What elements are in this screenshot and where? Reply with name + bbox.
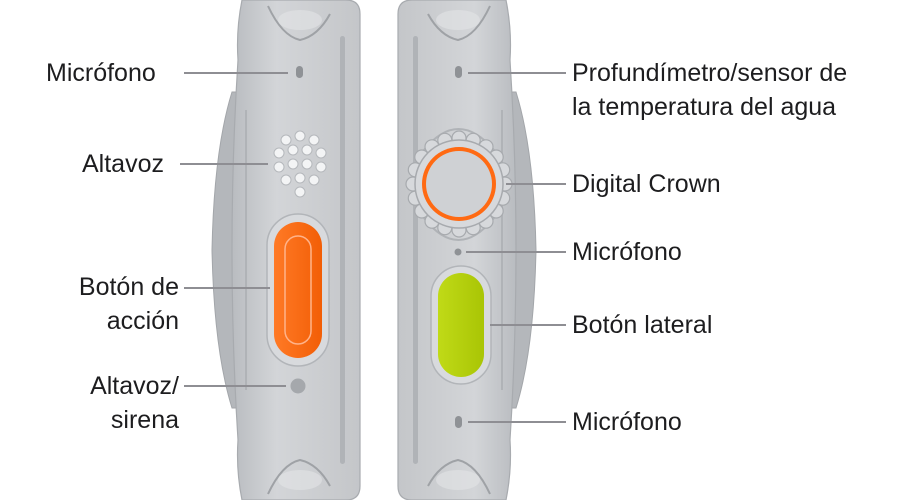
speaker-hole	[287, 158, 299, 170]
speaker-hole	[308, 134, 320, 146]
label-microphone-middle: Micrófono	[572, 238, 682, 266]
microphone-left-top	[296, 66, 303, 78]
side-button-icon[interactable]	[430, 265, 492, 385]
digital-crown-icon[interactable]	[405, 130, 513, 238]
label-speaker-siren: Altavoz/ sirena	[90, 372, 179, 434]
leader-lines	[180, 72, 566, 423]
right-watch-body	[397, 0, 537, 500]
speaker-hole	[301, 144, 313, 156]
speaker-hole	[294, 130, 306, 142]
speaker-hole	[273, 147, 285, 159]
label-microphone-left: Micrófono	[46, 59, 156, 87]
left-watch-body	[211, 0, 361, 500]
label-side-button: Botón lateral	[572, 311, 713, 339]
speaker-hole	[287, 144, 299, 156]
siren-speaker-hole	[290, 378, 306, 394]
speaker-hole	[280, 134, 292, 146]
speaker-hole	[315, 147, 327, 159]
speaker-hole	[294, 172, 306, 184]
label-action-button: Botón de acción	[78, 273, 179, 335]
speaker-hole	[301, 158, 313, 170]
speaker-hole	[308, 174, 320, 186]
label-microphone-bottom: Micrófono	[572, 408, 682, 436]
speaker-hole	[280, 174, 292, 186]
speaker-hole	[294, 186, 306, 198]
label-depth-temperature-sensor: Profundímetro/sensor de la temperatura d…	[572, 59, 848, 121]
label-digital-crown: Digital Crown	[572, 170, 721, 198]
action-button-icon[interactable]	[266, 213, 330, 367]
speaker-hole	[273, 161, 285, 173]
microphone-right-bottom	[455, 416, 462, 428]
microphone-right-middle	[454, 248, 462, 256]
label-speaker: Altavoz	[82, 150, 164, 178]
depth-sensor-slot	[455, 66, 462, 78]
speaker-hole	[315, 161, 327, 173]
speaker-grille-icon	[273, 130, 327, 198]
